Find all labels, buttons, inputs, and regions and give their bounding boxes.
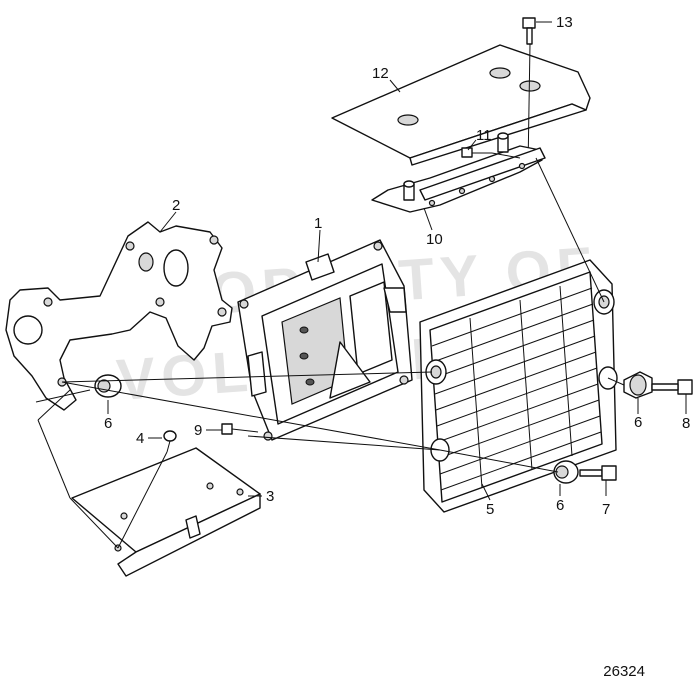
- callout-3: 3: [266, 488, 274, 505]
- leader-lines: [107, 21, 687, 501]
- callout-13: 13: [556, 14, 573, 31]
- part-3-bottom-plate: [71, 447, 261, 577]
- callout-1: 1: [314, 215, 322, 232]
- callout-6-left: 6: [104, 415, 112, 432]
- heat-sink-fins: [431, 285, 602, 491]
- part-9-screw: [221, 423, 259, 435]
- figure-id: 26324: [603, 663, 645, 680]
- part-10-bracket: [371, 132, 546, 213]
- part-6-bushing-right-upper: [623, 371, 653, 399]
- callout-2: 2: [172, 197, 180, 214]
- callout-10: 10: [426, 231, 443, 248]
- callout-8: 8: [682, 415, 690, 432]
- callout-4: 4: [136, 430, 144, 447]
- callout-7: 7: [602, 501, 610, 518]
- part-4-screw: [163, 430, 177, 453]
- callout-6-right-upper: 6: [634, 414, 642, 431]
- assembly-lines: [35, 157, 625, 549]
- part-6-bushing-left: [94, 374, 122, 398]
- callout-12: 12: [372, 65, 389, 82]
- callout-6-right-lower: 6: [556, 497, 564, 514]
- part-1-control-unit: [237, 239, 413, 441]
- part-12-cover-plate: [331, 44, 591, 166]
- callout-11: 11: [476, 127, 492, 144]
- part-8-bolt: [651, 379, 693, 395]
- part-7-bolt: [579, 465, 617, 481]
- part-5-heat-sink-plate: [419, 259, 618, 513]
- callout-5: 5: [486, 501, 494, 518]
- callouts: 1 2 3 4 5 6 6 6 7 8 9 10 11 12 13: [104, 14, 690, 518]
- part-6-bushing-right-lower: [553, 460, 579, 484]
- part-11-screw: [461, 147, 521, 159]
- part-2-mounting-bracket: [5, 221, 233, 411]
- callout-9: 9: [194, 422, 202, 439]
